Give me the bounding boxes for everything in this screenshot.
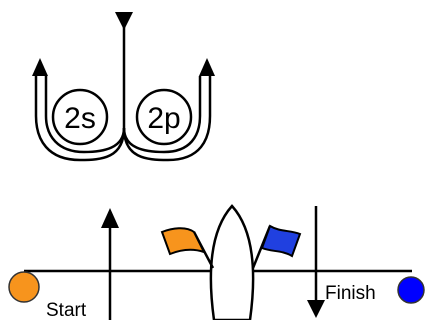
- start-up-arrow-icon: [101, 208, 119, 228]
- finish-label: Finish: [325, 283, 376, 304]
- starboard-turn-inner-loop: [44, 76, 126, 154]
- starboard-up-arrow-icon: [32, 58, 48, 76]
- port-turn-inner-loop: [122, 76, 202, 154]
- down-arrow-icon: [115, 12, 133, 30]
- starboard-turn-outer-loop: [34, 76, 126, 162]
- port-up-arrow-icon: [199, 58, 215, 76]
- finish-flag-icon: [260, 224, 302, 258]
- start-mark-buoy: [8, 271, 40, 303]
- starboard-turn-circle: [51, 88, 109, 146]
- boat-icon: [209, 204, 255, 320]
- starboard-turn-label: 2s: [64, 102, 96, 135]
- port-turn-circle: [135, 88, 193, 146]
- finish-down-arrow-icon: [307, 300, 325, 318]
- port-turn-outer-loop: [122, 76, 212, 162]
- port-turn-label: 2p: [147, 102, 180, 135]
- start-label: Start: [46, 300, 87, 320]
- start-flag-icon: [160, 227, 206, 256]
- turn-diagram: [32, 12, 215, 162]
- course-line-group: [8, 204, 425, 320]
- finish-mark-buoy: [397, 276, 425, 304]
